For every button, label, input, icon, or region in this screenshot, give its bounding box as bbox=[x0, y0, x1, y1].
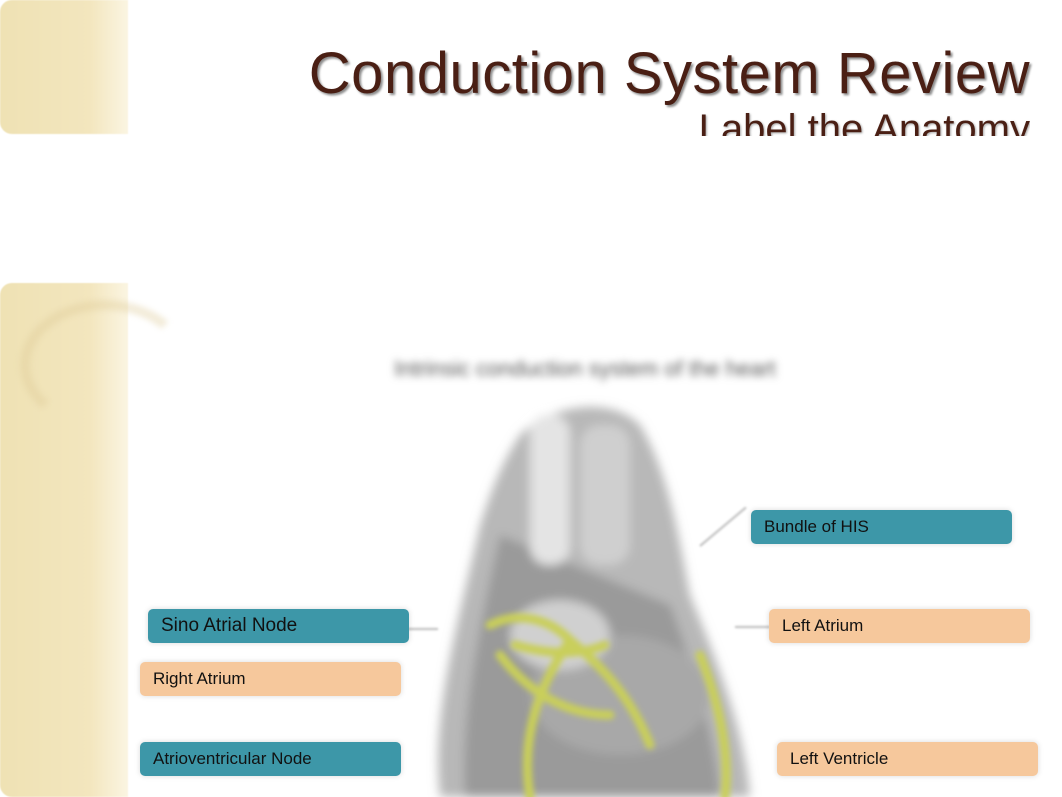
label-right-atrium[interactable]: Right Atrium bbox=[140, 662, 401, 696]
heart-diagram-image bbox=[438, 406, 750, 797]
label-sino-atrial-node[interactable]: Sino Atrial Node bbox=[148, 609, 409, 643]
slide-title: Conduction System Review bbox=[308, 41, 1030, 106]
leader-line-left-atrium bbox=[735, 626, 770, 628]
decorative-strip-top bbox=[0, 0, 128, 134]
label-bundle-of-his[interactable]: Bundle of HIS bbox=[751, 510, 1012, 544]
label-left-ventricle[interactable]: Left Ventricle bbox=[777, 742, 1038, 776]
leader-line-sa-node bbox=[408, 628, 438, 630]
figure-caption: Intrinsic conduction system of the heart bbox=[394, 356, 776, 381]
decorative-swirl bbox=[20, 300, 190, 430]
label-left-atrium[interactable]: Left Atrium bbox=[769, 609, 1030, 643]
slide-subtitle: Label the Anatomy bbox=[698, 107, 1030, 136]
slide-subtitle-container: Label the Anatomy bbox=[699, 106, 1030, 136]
label-atrioventricular-node[interactable]: Atrioventricular Node bbox=[140, 742, 401, 776]
